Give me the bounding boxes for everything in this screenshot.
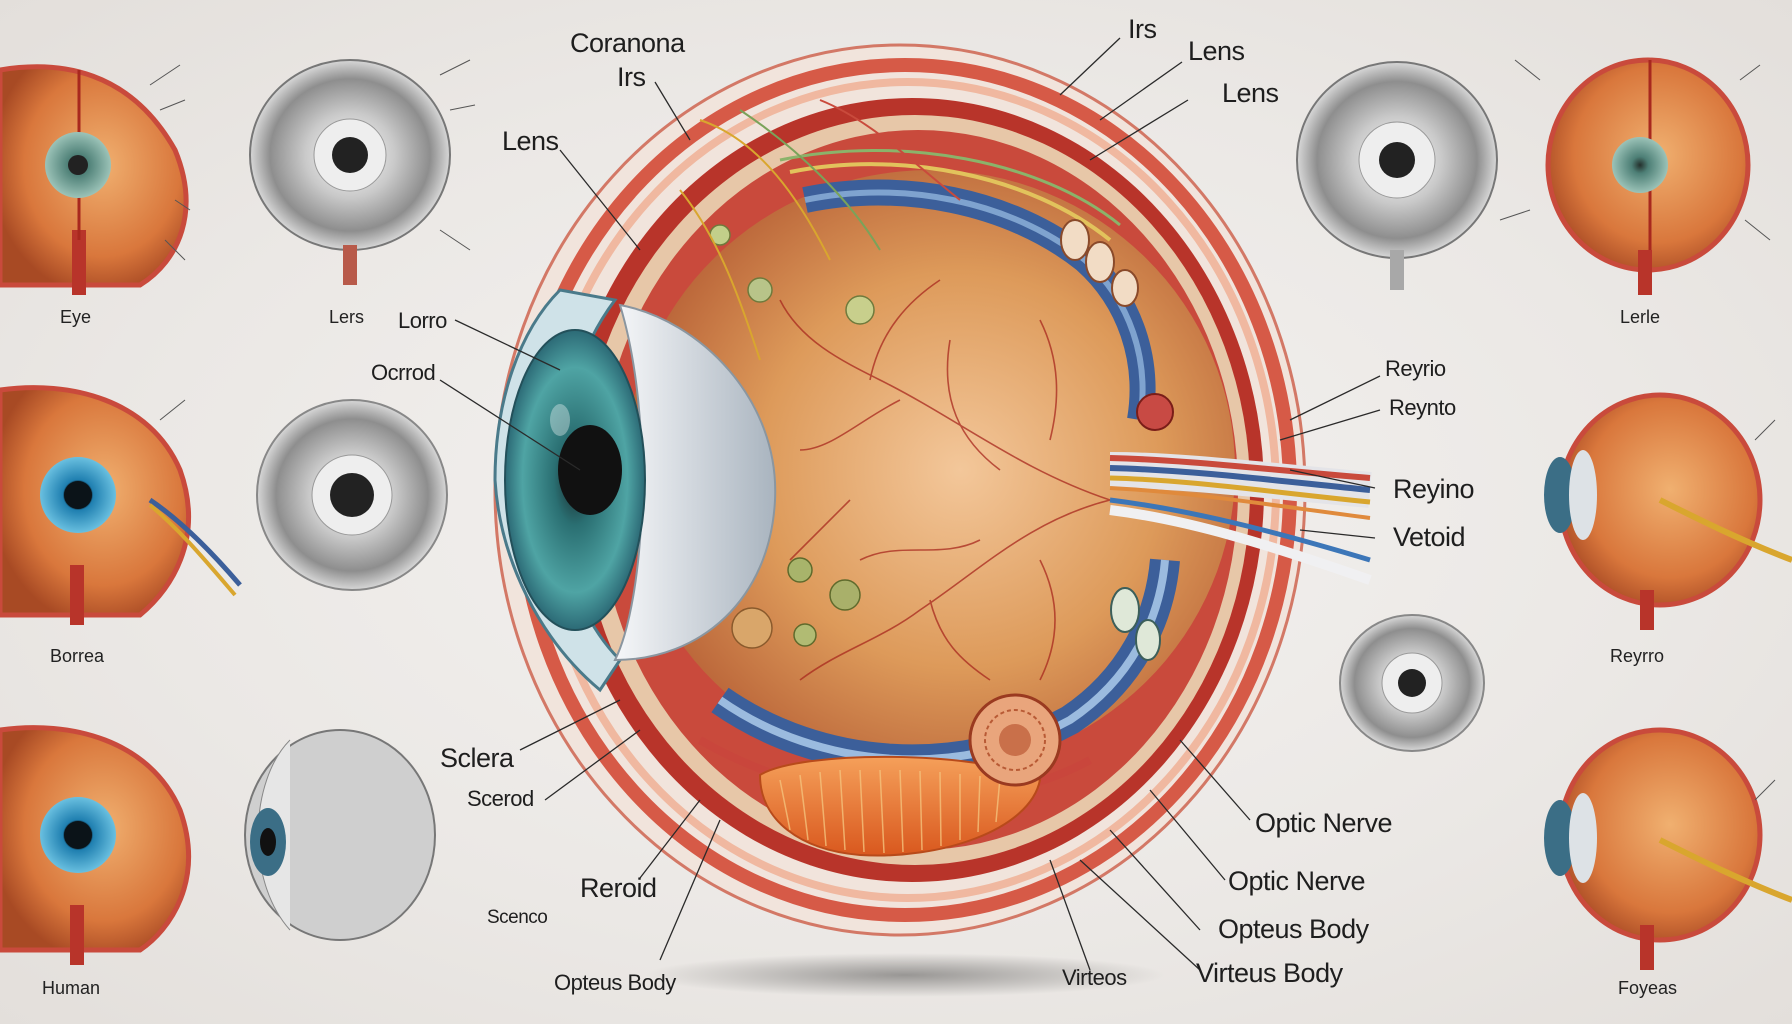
thumb-eye-bottom-right — [1544, 727, 1792, 970]
label-scerod: Scerod — [467, 786, 534, 811]
label-lens-top-1: Lens — [1188, 36, 1245, 66]
thumb-leader-ticks — [149, 59, 1776, 801]
label-reynto: Reynto — [1389, 395, 1456, 420]
label-opteus-body: Opteus Body — [554, 970, 676, 995]
caption-human: Human — [42, 978, 101, 998]
main-eye-cross-section — [493, 43, 1372, 997]
thumb-eye-mid-left — [0, 385, 242, 625]
label-lens-top-2: Lens — [1222, 78, 1279, 108]
label-sclera: Sclera — [440, 743, 514, 773]
caption-lers: Lers — [329, 307, 365, 327]
thumb-eye-bottom-left — [0, 725, 191, 965]
caption-lerle: Lerle — [1620, 307, 1661, 327]
label-reyino: Reyino — [1393, 474, 1475, 504]
label-irs-top: Irs — [1128, 14, 1157, 44]
label-lens-left: Lens — [502, 126, 559, 156]
label-optic-nerve-1: Optic Nerve — [1255, 808, 1393, 838]
label-coranona: Coranona — [570, 28, 685, 58]
label-vetoid: Vetoid — [1393, 522, 1466, 552]
label-irs-left: Irs — [617, 62, 646, 92]
thumb-front-view-3 — [1296, 61, 1498, 290]
thumb-front-view-4 — [1339, 614, 1485, 752]
label-virteus-body: Virteus Body — [1196, 958, 1343, 988]
thumb-front-view-1 — [249, 59, 451, 285]
thumb-front-view-2 — [256, 399, 448, 591]
label-scenco: Scenco — [487, 907, 548, 928]
label-reyrio: Reyrio — [1385, 356, 1446, 381]
thumb-eye-top-left — [0, 64, 189, 295]
thumb-eye-mid-right — [1544, 392, 1792, 630]
label-lorro: Lorro — [398, 308, 447, 333]
caption-fovea: Foyeas — [1618, 978, 1678, 998]
thumb-eye-top-right — [1545, 57, 1751, 295]
caption-reyrro: Reyrro — [1610, 646, 1665, 666]
caption-borrea: Borrea — [50, 646, 105, 666]
leader-lines — [439, 37, 1381, 971]
label-opteus-body-2: Opteus Body — [1218, 914, 1369, 944]
thumb-side-view — [244, 729, 436, 941]
label-reroid: Reroid — [580, 873, 657, 903]
label-virteos: Virteos — [1062, 965, 1127, 990]
label-ocrrod: Ocrrod — [371, 360, 436, 385]
caption-eye: Eye — [60, 307, 92, 327]
label-optic-nerve-2: Optic Nerve — [1228, 866, 1366, 896]
optic-nerve-bundle — [1109, 452, 1372, 585]
cell-clusters — [709, 224, 1174, 649]
